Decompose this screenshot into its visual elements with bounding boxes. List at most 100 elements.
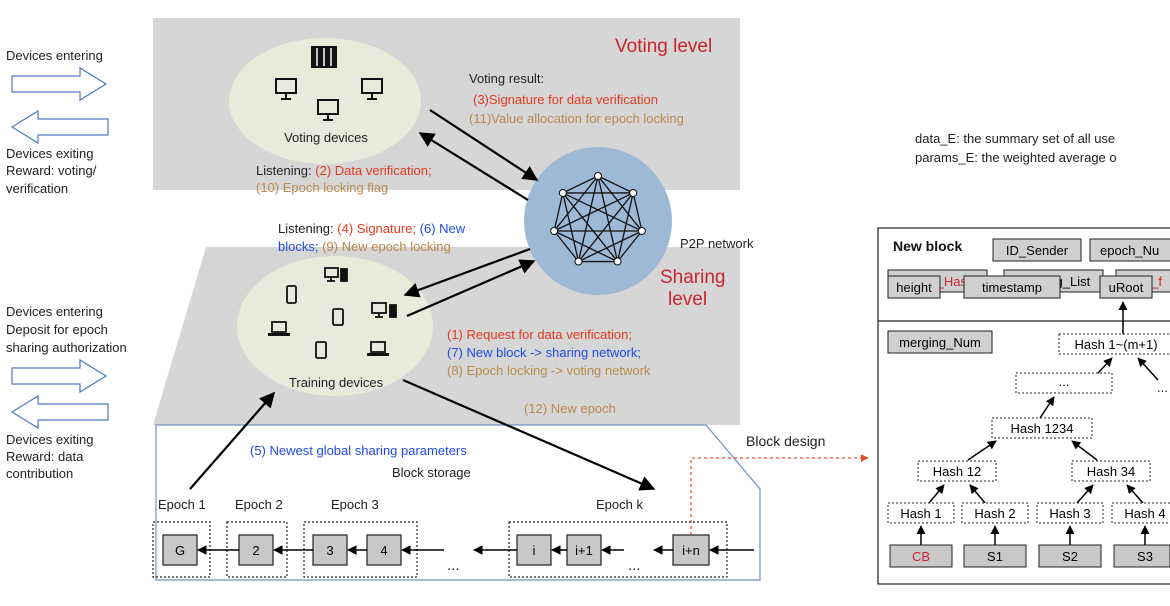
tree-arrow [1137,357,1159,381]
laptop-icon [367,341,389,356]
tree-arrow [967,440,997,461]
phone-icon [286,285,297,304]
p2p-link [597,175,634,194]
block-field: epoch_Nu [1089,238,1170,262]
svg-text:merging_Num: merging_Num [899,335,981,350]
voting-devices-label: Voting devices [284,130,368,145]
p2p-node [629,188,638,197]
monitor-icon [275,78,297,100]
monitor-icon [361,78,383,100]
new-epoch-label: (12) New epoch [524,401,616,416]
sharing-exit-label-3: contribution [6,466,73,481]
tx-leaf: CB [889,544,953,568]
voting-result-line2: (11)Value allocation for epoch locking [469,111,684,126]
sharing-level-title-1: Sharing [660,267,726,288]
hash-node: Hash 12 [917,460,997,482]
tablet-icon [332,308,344,326]
sharing-level-title-2: level [668,289,707,310]
block-field-height: height [887,275,941,299]
tree-arrow [1039,396,1055,419]
p2p-link [597,175,619,262]
hash-node: Hash 34 [1071,460,1151,482]
p2p-link [562,175,599,194]
tree-arrow [1076,484,1094,504]
enter-arrow-icon [11,66,108,102]
voting-exit-label-2: Reward: voting/ [6,163,97,178]
svg-text:S2: S2 [1062,549,1078,564]
p2p-link [632,192,643,232]
chain-block: 4 [366,534,402,566]
p2p-link [562,192,580,262]
hash-leaf: Hash 2 [961,502,1029,524]
chain-block: G [162,534,198,566]
laptop-icon [268,321,290,336]
server-icon [311,46,337,68]
p2p-link [617,230,643,262]
block-field: ID_Sender [992,238,1082,262]
hash-leaf: Hash 4 [1111,502,1170,524]
p2p-mesh-icon [550,172,646,266]
svg-text:S3: S3 [1137,549,1153,564]
p2p-node [574,257,583,266]
tablet-icon [315,341,327,359]
svg-text:Hash 1~(m+1): Hash 1~(m+1) [1074,337,1157,352]
request-line8: (8) Epoch locking -> voting network [447,363,651,378]
voting-exit-label-3: verification [6,181,68,196]
p2p-link [553,192,564,232]
svg-text:S1: S1 [987,549,1003,564]
arrow-p2p-to-training [403,247,531,298]
p2p-link [616,192,634,262]
p2p-network-label: P2P network [680,236,754,251]
svg-text:3: 3 [326,543,333,558]
epoch-label: Epoch 2 [235,497,283,512]
svg-text:CB: CB [912,549,930,564]
legend-line1: data_E: the summary set of all use [915,131,1115,146]
voting-level-title: Voting level [615,36,712,57]
enter-arrow-icon [11,358,108,394]
svg-text:...: ... [1059,374,1070,389]
exit-arrow-icon [10,109,109,145]
voting-listening-line2: (10) Epoch locking flag [256,180,388,195]
tree-arrow [1071,440,1098,461]
arrow-new-epoch [402,378,656,491]
epoch-group [226,521,288,578]
new-block-title: New block [893,238,962,254]
svg-text:i: i [533,543,536,558]
block-design-label: Block design [746,433,825,449]
legend-line2: params_E: the weighted average o [915,150,1117,165]
chain-block: i+n [672,534,710,566]
tree-arrow [1097,357,1113,374]
p2p-link [577,192,634,262]
svg-text:epoch_Nu: epoch_Nu [1100,243,1159,258]
p2p-node [594,172,602,180]
svg-text:i+1: i+1 [575,543,593,558]
chain-block: 2 [238,534,274,566]
arrow-training-to-p2p [406,259,536,318]
block-field-merging-num: merging_Num [887,330,993,354]
tree-arrows-leaves [916,525,1150,545]
svg-text:Hash 4: Hash 4 [1124,506,1165,521]
newest-params-label: (5) Newest global sharing parameters [250,443,467,458]
p2p-link [562,192,619,262]
p2p-network-node [524,147,672,295]
epoch-label: Epoch 3 [331,497,379,512]
svg-text:uRoot: uRoot [1109,280,1144,295]
hash-leaf: Hash 3 [1036,502,1104,524]
sharing-exit-label-2: Reward: data [6,449,84,464]
p2p-node [558,188,567,197]
svg-text:height: height [896,280,932,295]
p2p-link [577,175,599,262]
svg-text:Hash 12: Hash 12 [933,464,981,479]
svg-text:Hash 2: Hash 2 [974,506,1015,521]
request-line1: (1) Request for data verification; [447,327,632,342]
computer-phone-icon [324,267,348,282]
svg-text:timestamp: timestamp [982,280,1042,295]
block-design-connector [690,454,869,535]
block-field-timestamp: timestamp [963,275,1061,299]
p2p-link [597,175,643,232]
arrow-storage-to-training [189,391,276,490]
hash-node-root: Hash 1~(m+1) [1058,333,1170,355]
sharing-exit-label-1: Devices exiting [6,432,93,447]
computer-phone-icon [371,302,397,318]
